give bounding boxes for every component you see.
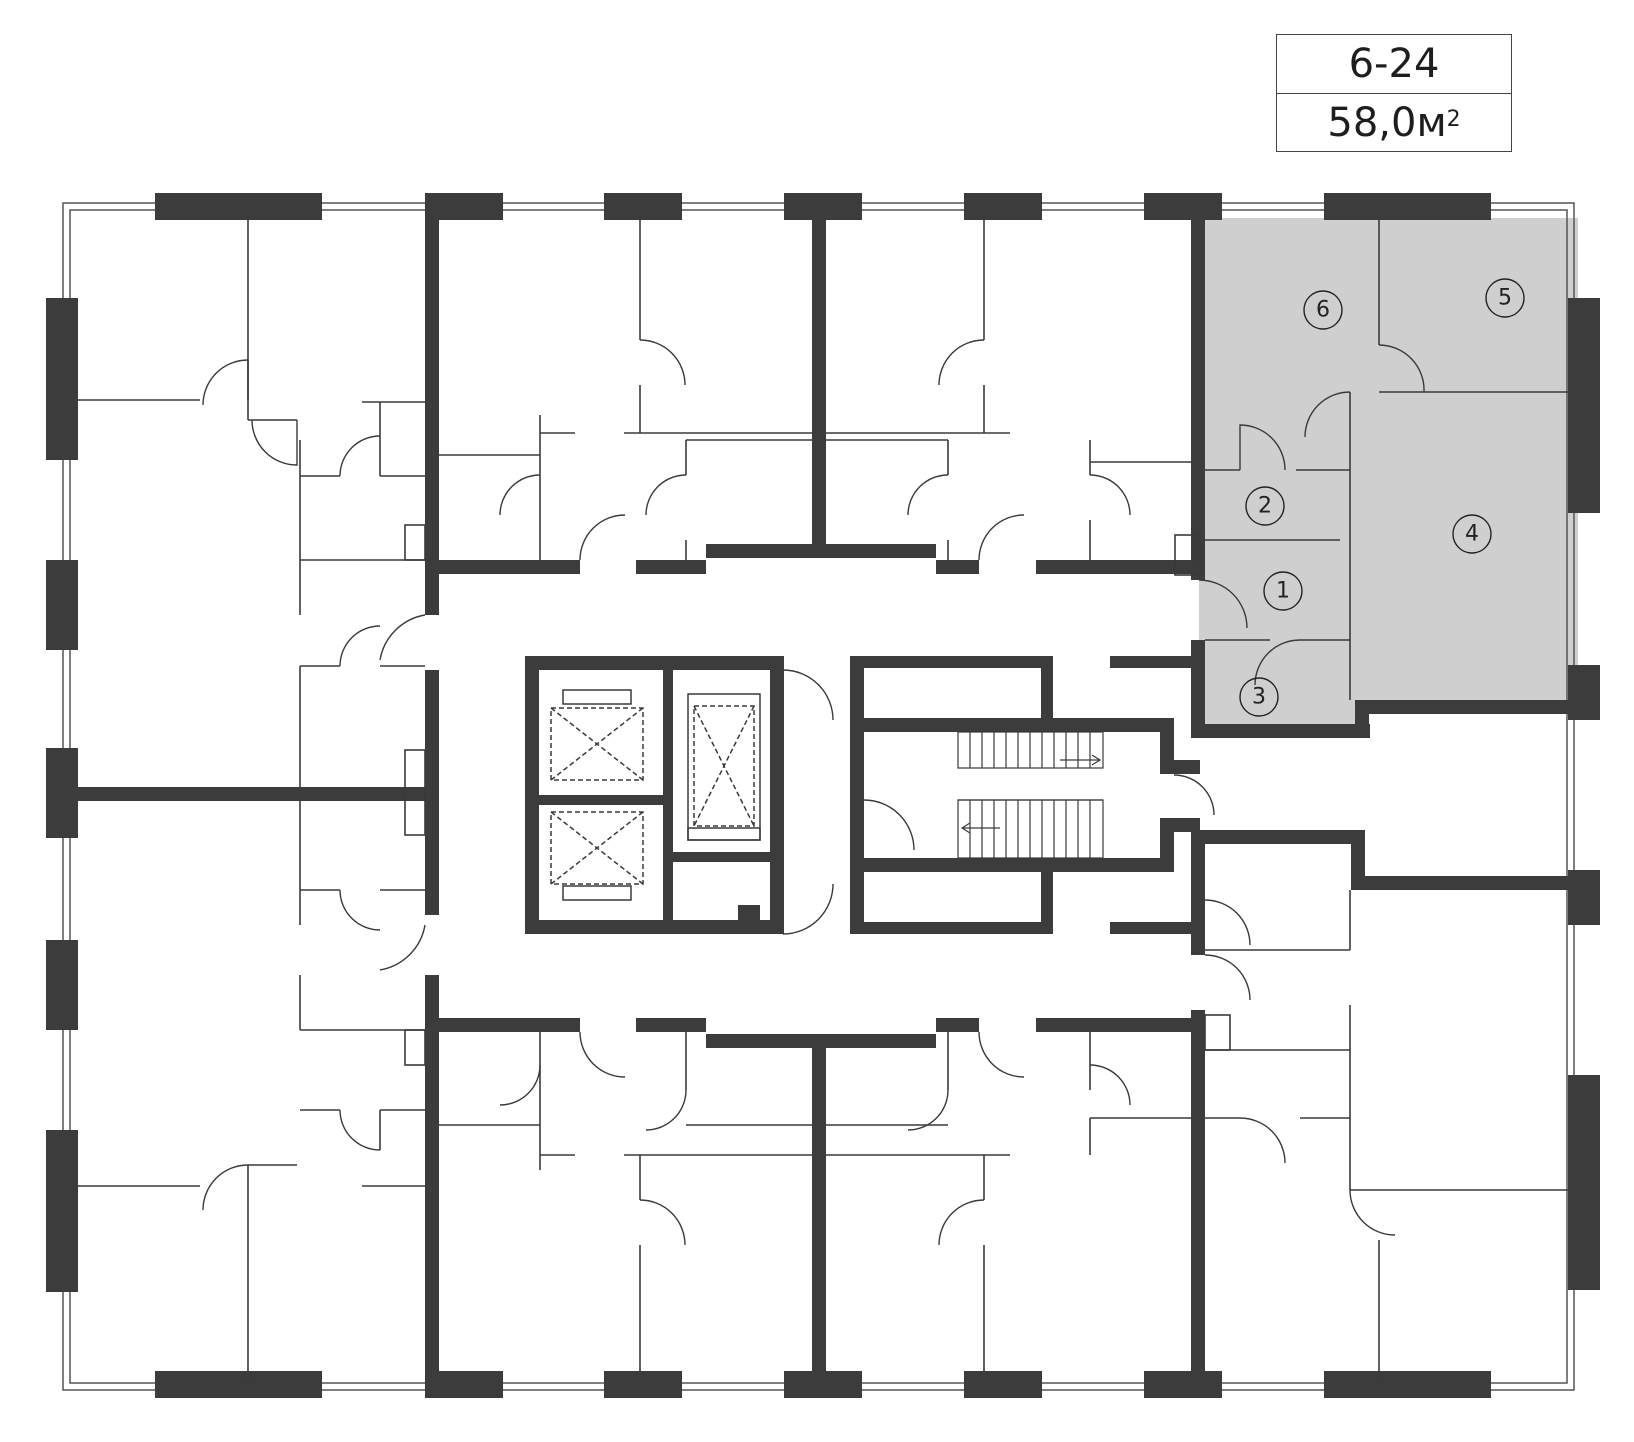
- room-number-3: 3: [1252, 685, 1266, 710]
- exterior-wall-piers: [46, 193, 1600, 1398]
- area-unit-superscript: 2: [1446, 106, 1461, 132]
- interior-partitions: [78, 220, 1568, 1380]
- apartment-code: 6-24: [1348, 41, 1440, 87]
- room-number-1: 1: [1276, 579, 1290, 604]
- room-markers: [1239, 278, 1525, 717]
- room-marker-2: [1245, 486, 1285, 526]
- structural-walls: [78, 215, 1570, 1375]
- stair-flights: [957, 731, 1104, 859]
- room-marker-5: [1485, 278, 1525, 318]
- room-marker-4: [1452, 514, 1492, 554]
- elevator-cars: [550, 689, 761, 901]
- door-swings: [202, 339, 1425, 1246]
- highlighted-apartment[interactable]: [1199, 218, 1578, 738]
- apartment-area-value: 58,0м: [1327, 100, 1447, 146]
- room-number-5: 5: [1498, 286, 1512, 311]
- room-number-2: 2: [1258, 494, 1272, 519]
- room-marker-1: [1263, 571, 1303, 611]
- room-marker-6: [1303, 290, 1343, 330]
- room-number-4: 4: [1465, 522, 1479, 547]
- room-numbers: 1 2 3 4 5 6: [1252, 286, 1512, 710]
- room-number-6: 6: [1316, 298, 1330, 323]
- room-marker-3: [1239, 677, 1279, 717]
